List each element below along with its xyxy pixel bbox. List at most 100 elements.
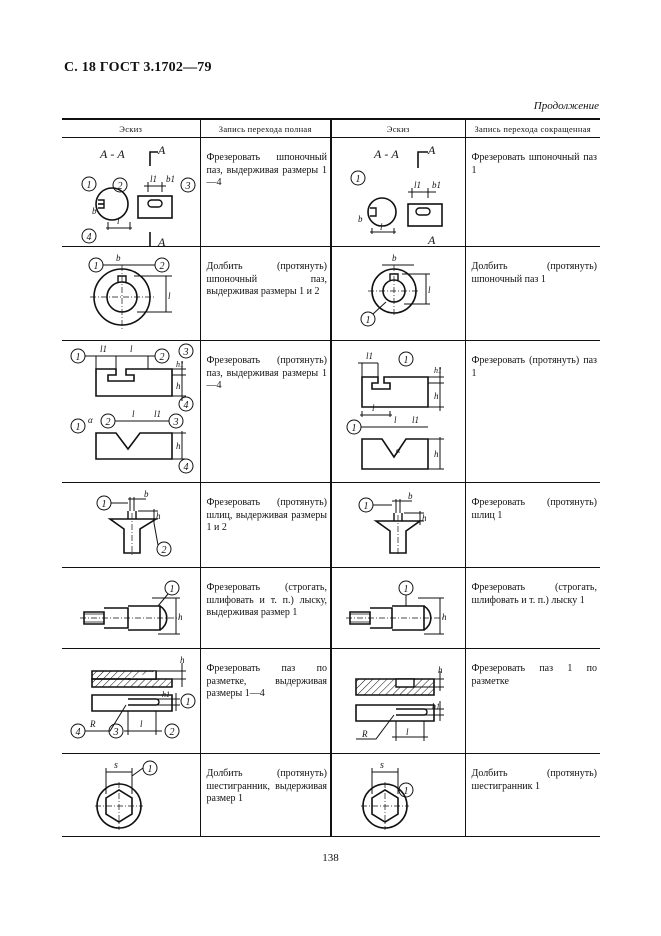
full-record: Фрезеровать (протянуть) паз, выдерживая … xyxy=(199,340,331,483)
dim-label: R xyxy=(89,719,96,729)
sketch-hexagon-short: s 1 xyxy=(330,753,465,837)
sketch-marking-full: h h1 1 4 R 3 l 2 xyxy=(62,648,200,754)
callout: 3 xyxy=(183,347,189,358)
sketch-spline-full: 1 b h 2 xyxy=(62,482,200,568)
dim-label: α xyxy=(396,446,401,455)
callout: 1 xyxy=(148,764,153,775)
dim-label: b xyxy=(92,206,97,216)
sketch-label: А - А xyxy=(99,147,125,161)
dim-label: h1 xyxy=(162,690,170,699)
dim-label: l1 xyxy=(412,415,419,425)
dim-label: b xyxy=(358,214,363,224)
short-record: Фрезеровать (строгать, шлифовать и т. п.… xyxy=(464,567,600,649)
col-full-record: Запись перехода полная xyxy=(199,118,331,138)
dim-label: h xyxy=(178,612,183,622)
callout: 3 xyxy=(173,417,179,428)
callout: 4 xyxy=(76,727,81,738)
callout: 2 xyxy=(106,417,111,428)
dim-label: h1 xyxy=(434,366,442,375)
dim-label: b1 xyxy=(432,180,441,190)
dim-label: h xyxy=(438,665,443,675)
callout: 1 xyxy=(76,352,81,363)
dim-label: l xyxy=(132,409,135,419)
full-record: Фрезеровать (протянуть) шлиц, выдерживая… xyxy=(199,482,331,568)
callout: 1 xyxy=(76,422,81,433)
dim-label: α xyxy=(88,415,93,425)
callout: 1 xyxy=(366,315,371,326)
dim-label: l xyxy=(394,415,397,425)
sketch-keyway-full: А - А А А 1 2 3 4 l1 b1 xyxy=(62,137,200,247)
short-record: Долбить (протянуть) шестигранник 1 xyxy=(464,753,600,837)
dim-label: s xyxy=(380,760,384,771)
short-record: Фрезеровать (протянуть) шлиц 1 xyxy=(464,482,600,568)
full-record: Фрезеровать паз по разметке, выдерживая … xyxy=(199,648,331,754)
dim-label: l xyxy=(428,285,431,295)
callout: 3 xyxy=(113,727,119,738)
sketch-groove-short: 1 l1 h1 h l 1 l l1 α h xyxy=(330,340,465,483)
sketch-hexagon-full: s 1 xyxy=(62,753,200,837)
callout: 4 xyxy=(184,462,189,473)
dim-label: l xyxy=(117,216,120,226)
full-record: Фрезеровать шпоночный паз, выдерживая ра… xyxy=(199,137,331,247)
callout: 1 xyxy=(170,584,175,595)
dim-label: h xyxy=(176,441,181,451)
full-record: Долбить (протянуть) шестигранник, выдерж… xyxy=(199,753,331,837)
dim-label: l xyxy=(130,344,133,354)
dim-label: s xyxy=(114,760,118,771)
callout: 2 xyxy=(118,181,123,192)
short-record: Фрезеровать (протянуть) паз 1 xyxy=(464,340,600,483)
dim-label: h1 xyxy=(176,360,184,369)
dim-label: l1 xyxy=(414,180,421,190)
dim-label: h xyxy=(156,511,161,521)
col-sketch-2: Эскиз xyxy=(330,118,465,138)
dim-label: l1 xyxy=(154,409,161,419)
callout: 2 xyxy=(170,727,175,738)
dim-label: l1 xyxy=(150,174,157,184)
callout: 1 xyxy=(404,584,409,595)
sketch-flat-short: 1 h xyxy=(330,567,465,649)
dim-label: l xyxy=(380,222,383,232)
callout: 4 xyxy=(87,232,92,243)
callout: 1 xyxy=(102,499,107,510)
short-record: Фрезеровать шпоночный паз 1 xyxy=(464,137,600,247)
dim-label: b1 xyxy=(166,174,175,184)
dim-label: h xyxy=(434,391,439,401)
dim-label: R xyxy=(361,729,368,739)
page-number: 138 xyxy=(322,852,339,864)
callout: 1 xyxy=(404,786,409,797)
callout: 1 xyxy=(404,355,409,366)
dim-label: b xyxy=(144,489,149,499)
dim-label: l xyxy=(140,719,143,729)
sketch-label: А xyxy=(157,235,166,246)
callout: 1 xyxy=(364,501,369,512)
dim-label: h xyxy=(180,655,185,665)
short-record: Фрезеровать паз 1 по разметке xyxy=(464,648,600,754)
dim-label: b xyxy=(392,253,397,263)
sketch-keyway-short: А - А А А 1 l1 b1 b l xyxy=(330,137,465,247)
callout: 2 xyxy=(162,545,167,556)
callout: 2 xyxy=(160,261,165,272)
sketch-label: А xyxy=(427,233,436,246)
sketch-flat-full: 1 h xyxy=(62,567,200,649)
sketch-slot-short: b l 1 xyxy=(330,246,465,341)
dim-label: l1 xyxy=(366,351,373,361)
sketch-groove-full: 1 2 3 4 l1 l h1 h 1 2 3 4 α xyxy=(62,340,200,483)
callout: 1 xyxy=(352,423,357,434)
dim-label: l xyxy=(372,403,375,413)
callout: 1 xyxy=(186,697,191,708)
dim-label: l1 xyxy=(100,344,107,354)
dim-label: h xyxy=(422,513,427,523)
callout: 3 xyxy=(185,181,191,192)
full-record: Долбить (протянуть) шпоночный паз, выдер… xyxy=(199,246,331,341)
callout: 1 xyxy=(94,261,99,272)
transition-table: Эскиз Запись перехода полная Эскиз Запис… xyxy=(62,118,600,837)
sketch-spline-short: 1 b h xyxy=(330,482,465,568)
dim-label: l xyxy=(168,291,171,301)
col-short-record: Запись перехода сокращенная xyxy=(464,118,600,138)
short-record: Долбить (протянуть) шпоночный паз 1 xyxy=(464,246,600,341)
dim-label: l xyxy=(406,727,409,737)
sketch-label: А - А xyxy=(373,147,399,161)
dim-label: h xyxy=(176,381,181,391)
sketch-label: А xyxy=(157,143,166,157)
dim-label: b xyxy=(116,253,121,263)
